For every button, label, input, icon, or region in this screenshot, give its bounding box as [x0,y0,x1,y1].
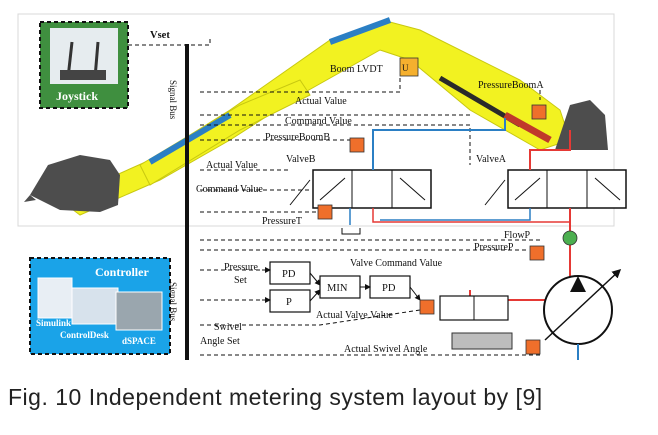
pressure-p-label: PressureP [474,242,514,253]
pressure-boom-a-label: PressureBoomA [478,80,544,91]
valve-b [289,169,432,209]
valve-a-label: ValveA [476,154,507,165]
pressure-boom-a-sensor [531,104,547,120]
signal-lines [200,76,541,356]
excavator-stick [139,79,311,186]
actual-valve-sensor [419,299,435,315]
pressure-boom-b-label: PressureBoomB [265,132,330,143]
swivel-label-1: Swivel [214,322,242,333]
pd-label-2: PD [382,283,396,294]
joystick-label: Joystick [56,89,98,103]
simulink-image [37,277,73,319]
boom-lvdt-label: Boom LVDT [330,64,383,75]
controldesk-label: ControlDesk [60,330,109,340]
min-label: MIN [327,283,348,294]
actual-swivel-angle-label: Actual Swivel Angle [344,344,428,355]
swivel-cylinder [451,332,513,350]
vset-line [128,38,211,46]
pressure-t-label: PressureT [262,216,302,227]
excavator-arm [59,21,571,216]
simulink-label: Simulink [36,318,71,328]
svg-text:U: U [402,63,409,73]
actual-valve-value-label: Actual Valve Value [316,310,393,321]
pressure-set-label-2: Set [234,275,247,286]
actual-value-label-2: Actual Value [206,160,258,171]
pressure-set-label-1: Pressure [224,262,258,273]
command-value-label-1: Command Value [285,116,352,127]
signal-bus-label-bottom: Signal Bus [168,282,178,322]
independent-metering-diagram: U Boom LVDT PressureBoomA PressureBoomB … [17,13,627,360]
controldesk-image [71,287,119,325]
dspace-label: dSPACE [122,336,156,346]
bucket [30,155,120,212]
controller-connectors [262,267,421,303]
arm-cylinder [328,17,392,45]
flow-p-label: FlowP [504,230,531,241]
boom-cylinder [503,111,552,144]
boom-base [555,100,608,150]
valve-command-value-label: Valve Command Value [350,258,443,269]
pressure-t-sensor [317,204,333,220]
tank-icon [341,228,361,235]
figure-caption: Fig. 10 Independent metering system layo… [8,384,543,410]
swivel-label-2: Angle Set [200,336,240,347]
bucket-teeth [24,195,36,202]
valve-b-label: ValveB [286,154,316,165]
pressure-p-sensor [529,245,545,261]
dspace-image [115,291,163,331]
p-label: P [286,297,292,308]
vset-label: Vset [150,30,170,41]
signal-bus-label-top: Signal Bus [168,80,178,120]
joystick-icon [60,41,106,80]
actual-value-label-1: Actual Value [295,96,347,107]
pressure-boom-b-sensor [349,137,365,153]
command-value-label-2: Command Value [196,184,263,195]
swivel-angle-sensor [525,339,541,355]
pd-label-1: PD [282,269,296,280]
hydraulic-lines [349,118,571,301]
bucket-cylinder [148,112,232,165]
boom-lvdt-sensor [399,57,419,77]
controller-label: Controller [95,265,149,279]
flow-p-sensor [562,230,578,246]
valve-a [484,169,627,209]
